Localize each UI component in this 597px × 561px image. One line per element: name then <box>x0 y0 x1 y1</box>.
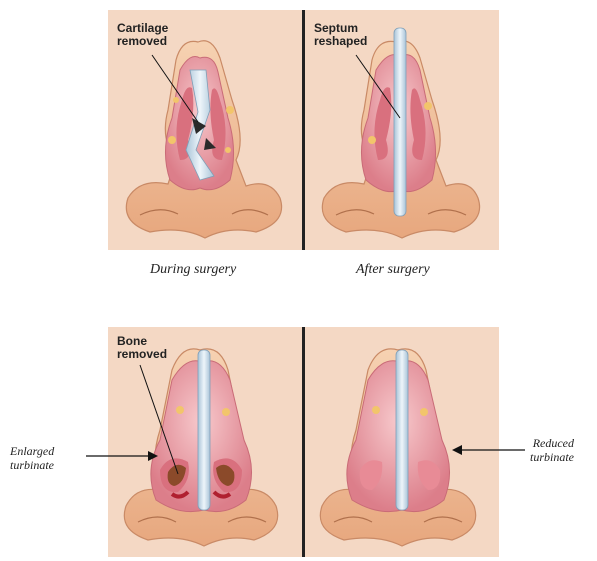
nose-after-septum <box>322 28 479 238</box>
caption-during-surgery: During surgery <box>150 262 236 278</box>
label-bone-line2: removed <box>117 348 167 361</box>
caption-after-surgery: After surgery <box>356 262 430 278</box>
label-cartilage-line2: removed <box>117 35 168 48</box>
label-reduced-line2: turbinate <box>530 450 574 464</box>
label-bone-removed: Bone removed <box>117 335 167 361</box>
label-enlarged-line2: turbinate <box>10 458 54 472</box>
label-reduced-line1: Reduced <box>530 436 574 450</box>
label-enlarged-turbinate: Enlarged turbinate <box>10 444 54 472</box>
nose-after-turbinate <box>320 349 525 546</box>
label-septum-line2: reshaped <box>314 35 367 48</box>
label-reduced-turbinate: Reduced turbinate <box>530 436 574 464</box>
nose-during-septum <box>126 41 281 238</box>
label-enlarged-line1: Enlarged <box>10 444 54 458</box>
label-cartilage-removed: Cartilage removed <box>117 22 168 48</box>
label-septum-reshaped: Septum reshaped <box>314 22 367 48</box>
nose-during-turbinate <box>86 349 278 546</box>
